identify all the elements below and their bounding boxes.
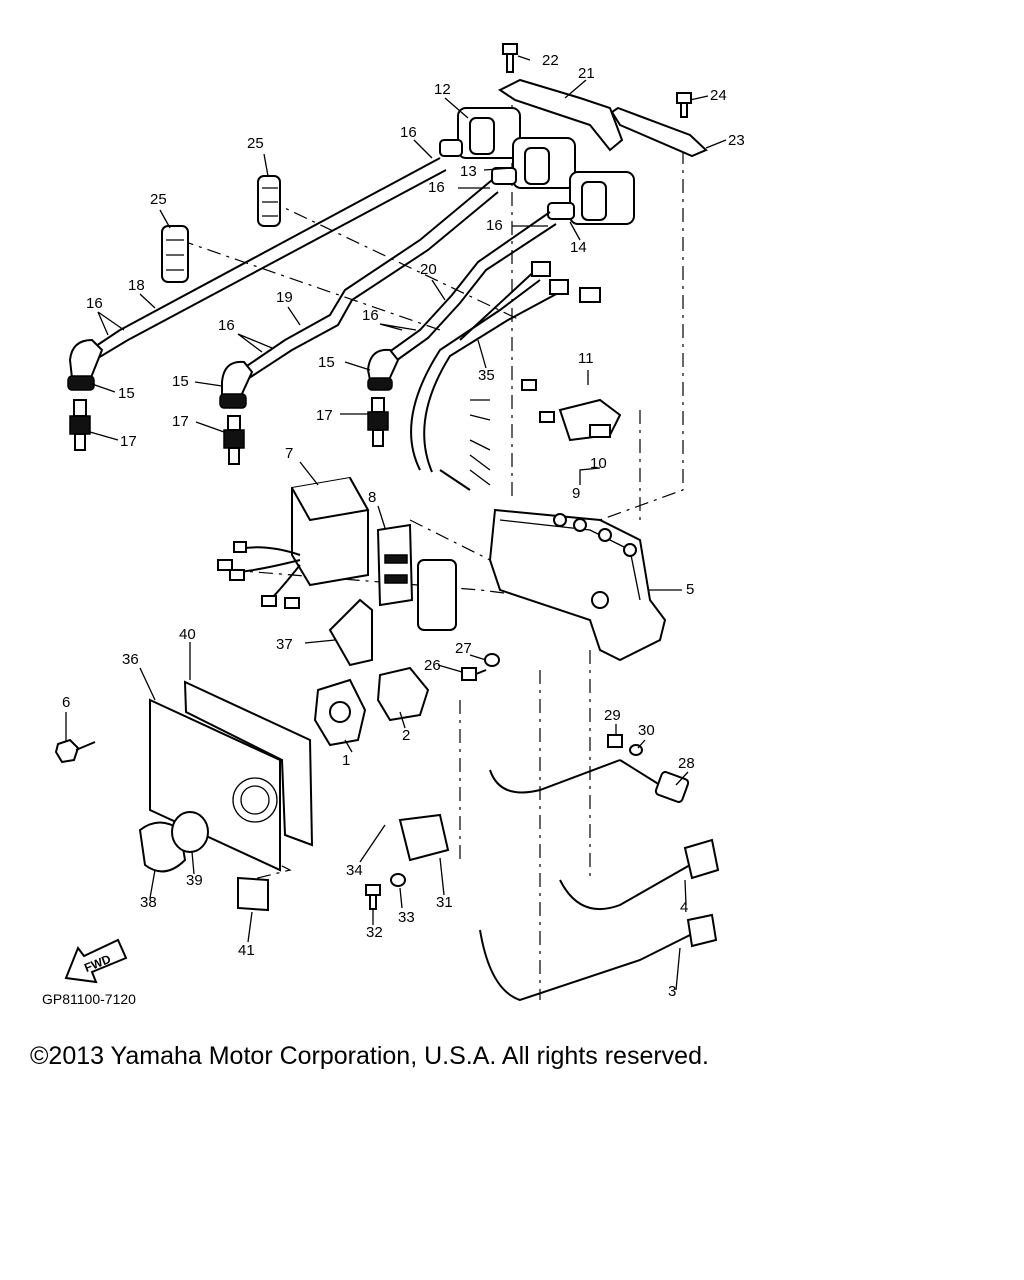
- callout-15a: 15: [118, 385, 135, 402]
- callout-16c: 16: [362, 307, 379, 324]
- bolt-22: [502, 43, 518, 73]
- callout-10: 10: [590, 455, 607, 472]
- plug-cap-15-middle: [219, 360, 254, 409]
- callout-8: 8: [368, 489, 376, 506]
- relay-2: [376, 666, 430, 722]
- washer-27: [484, 653, 500, 667]
- callout-1: 1: [342, 752, 350, 769]
- sensor-28: [489, 759, 690, 803]
- leader-lines: [65, 55, 727, 991]
- callout-37: 37: [276, 636, 293, 653]
- callout-15c: 15: [318, 354, 335, 371]
- callout-14: 14: [570, 239, 587, 256]
- washer-33: [390, 873, 406, 887]
- callout-39: 39: [186, 872, 203, 889]
- spark-plug-17-left: [69, 399, 91, 451]
- cdi-unit-7: [217, 476, 370, 609]
- exploded-parts-diagram: FWD 1 2 3 4 5 6 7 8 9 10 11 12 13 14 15 …: [42, 43, 745, 1007]
- copyright-notice: ©2013 Yamaha Motor Corporation, U.S.A. A…: [30, 1042, 709, 1070]
- bolt-32: [365, 884, 381, 910]
- washer-30: [629, 744, 643, 756]
- cord-clamp-25-upper: [257, 175, 281, 227]
- callout-40: 40: [179, 626, 196, 643]
- bracket-37: [328, 598, 373, 667]
- callout-21: 21: [578, 65, 595, 82]
- callout-16d: 16: [400, 124, 417, 141]
- callout-32: 32: [366, 924, 383, 941]
- callout-25b: 25: [150, 191, 167, 208]
- callout-20: 20: [420, 261, 437, 278]
- lead-3: [479, 913, 718, 1002]
- rectifier-regulator-8: [376, 523, 457, 631]
- callout-33: 33: [398, 909, 415, 926]
- callout-labels: 1 2 3 4 5 6 7 8 9 10 11 12 13 14 15 15 1…: [62, 52, 745, 1000]
- diagram-code: GP81100-7120: [42, 991, 136, 1007]
- callout-36: 36: [122, 651, 139, 668]
- ignition-coil-14: [547, 171, 635, 225]
- plug-cap-15-right: [366, 348, 400, 391]
- coil-bracket-21: [498, 78, 624, 152]
- callout-23: 23: [728, 132, 745, 149]
- callout-17c: 17: [316, 407, 333, 424]
- starter-relay-1: [313, 678, 367, 747]
- callout-19: 19: [276, 289, 293, 306]
- callout-18: 18: [128, 277, 145, 294]
- callout-6: 6: [62, 694, 70, 711]
- callout-16a: 16: [86, 295, 103, 312]
- callout-5: 5: [686, 581, 694, 598]
- callout-30: 30: [638, 722, 655, 739]
- callout-24: 24: [710, 87, 727, 104]
- callout-25a: 25: [247, 135, 264, 152]
- callout-15b: 15: [172, 373, 189, 390]
- callout-26: 26: [424, 657, 441, 674]
- sensor-lead-4: [559, 838, 720, 910]
- callout-29: 29: [604, 707, 621, 724]
- wire-harness-35: [410, 261, 601, 491]
- bolt-24: [676, 92, 692, 118]
- cord-clamp-25-lower: [161, 225, 189, 283]
- callout-2: 2: [402, 727, 410, 744]
- callout-4: 4: [680, 899, 688, 916]
- callout-35: 35: [478, 367, 495, 384]
- callout-31: 31: [436, 894, 453, 911]
- gasket-40: [183, 680, 314, 847]
- callout-16e: 16: [428, 179, 445, 196]
- callout-17b: 17: [172, 413, 189, 430]
- plug-cap-15-left: [67, 338, 104, 391]
- label-41: [237, 876, 269, 912]
- callout-13: 13: [460, 163, 477, 180]
- callout-3: 3: [668, 983, 676, 1000]
- callout-28: 28: [678, 755, 695, 772]
- spark-plug-17-middle: [223, 415, 245, 465]
- bolt-29: [607, 734, 623, 748]
- callout-11: 11: [578, 350, 594, 367]
- high-tension-cords: [89, 157, 557, 381]
- callout-16b: 16: [218, 317, 235, 334]
- callout-12: 12: [434, 81, 451, 98]
- seal-39: [171, 811, 209, 853]
- bolt-6: [54, 738, 96, 764]
- callout-41: 41: [238, 942, 255, 959]
- callout-17a: 17: [120, 433, 137, 450]
- callout-9: 9: [572, 485, 580, 502]
- callout-38: 38: [140, 894, 157, 911]
- callout-27: 27: [455, 640, 472, 657]
- callout-34: 34: [346, 862, 363, 879]
- cover-36: [149, 698, 281, 872]
- plate-23: [610, 106, 708, 158]
- callout-16f: 16: [486, 217, 503, 234]
- fwd-arrow-icon: FWD: [64, 938, 128, 984]
- callout-7: 7: [285, 445, 293, 462]
- ignition-coil-12: [439, 107, 521, 159]
- ignition-coil-13: [491, 137, 576, 189]
- bolt-26: [461, 667, 487, 681]
- bracket-31: [398, 813, 450, 862]
- spark-plug-17-right: [367, 397, 389, 447]
- electrical-box-5: [488, 508, 667, 662]
- fuse-holder-9: [521, 379, 622, 442]
- callout-22: 22: [542, 52, 559, 69]
